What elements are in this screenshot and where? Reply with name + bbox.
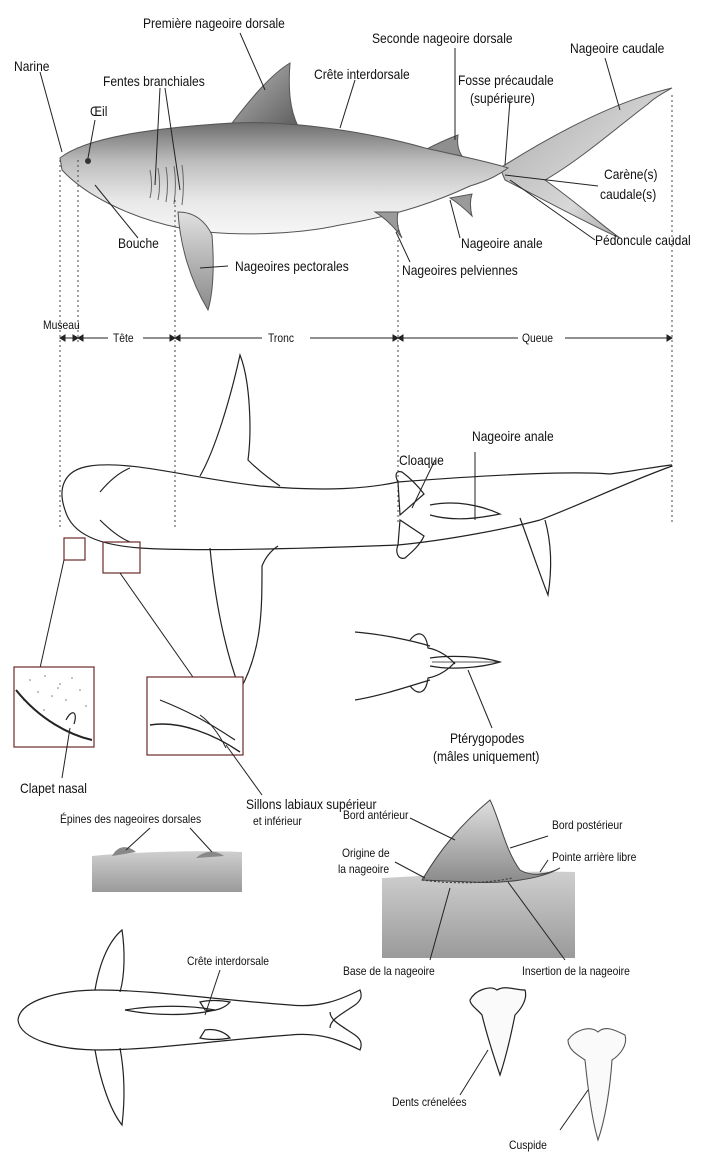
label-claspers: Ptérygopodes	[450, 730, 524, 747]
label-cloaca: Cloaque	[399, 452, 444, 469]
label-serrated-teeth: Dents crénelées	[392, 1095, 467, 1110]
label-tail: Queue	[522, 331, 553, 346]
label-precaudal-pit-2: (supérieure)	[470, 90, 535, 107]
dorsal-spines-strip	[92, 847, 242, 892]
label-interdorsal-ridge-2: Crête interdorsale	[187, 954, 269, 969]
label-precaudal-pit: Fosse précaudale	[458, 72, 554, 89]
label-claspers-2: (mâles uniquement)	[433, 748, 539, 765]
ventral-fin-bottom	[210, 546, 278, 690]
shark-body	[60, 123, 508, 234]
region-arrows	[60, 335, 672, 341]
label-pectoral-fins: Nageoires pectorales	[235, 258, 349, 275]
label-fin-insertion: Insertion de la nageoire	[522, 964, 630, 979]
ventral-tail-lower	[520, 518, 551, 595]
label-free-rear-tip: Pointe arrière libre	[552, 850, 636, 865]
eye	[85, 158, 91, 164]
inset-markers	[64, 538, 140, 573]
label-anal-fin: Nageoire anale	[461, 235, 543, 252]
lateral-shark	[60, 63, 672, 310]
label-snout: Museau	[43, 318, 80, 333]
label-pelvic-fins: Nageoires pelviennes	[402, 262, 518, 279]
label-nasal-flap: Clapet nasal	[20, 780, 87, 797]
first-dorsal-fin	[232, 63, 298, 126]
label-second-dorsal-fin: Seconde nageoire dorsale	[372, 30, 513, 47]
label-trunk: Tronc	[268, 331, 294, 346]
nasal-flap-inset	[14, 667, 94, 747]
ventral-shark	[62, 355, 672, 690]
label-caudal-peduncle: Pédoncule caudal	[595, 232, 691, 249]
label-anterior-margin: Bord antérieur	[343, 808, 408, 823]
label-gill-slits: Fentes branchiales	[103, 73, 205, 90]
label-anal-fin-ventral: Nageoire anale	[472, 428, 554, 445]
claspers-detail	[355, 632, 500, 700]
label-posterior-margin: Bord postérieur	[552, 818, 623, 833]
cusp-tooth	[568, 1029, 626, 1140]
label-caudal-keel: Carène(s)	[604, 166, 658, 183]
label-interdorsal-ridge: Crête interdorsale	[314, 66, 410, 83]
label-labial-furrows-2: et inférieur	[253, 814, 302, 829]
label-head: Tête	[113, 331, 134, 346]
ventral-fin-top	[200, 355, 280, 486]
label-caudal-keel-2: caudale(s)	[600, 186, 656, 203]
label-eye: Œil	[90, 103, 107, 120]
label-caudal-fin: Nageoire caudale	[570, 40, 664, 57]
label-cusp: Cuspide	[509, 1138, 547, 1153]
labial-furrows-inset	[147, 677, 243, 755]
caudal-fin	[500, 88, 672, 238]
label-mouth: Bouche	[118, 235, 159, 252]
label-nostril: Narine	[14, 58, 49, 75]
label-fin-origin: Origine de	[342, 846, 390, 861]
label-fin-origin-2: la nageoire	[338, 862, 389, 877]
label-dorsal-spines: Épines des nageoires dorsales	[60, 812, 201, 827]
label-first-dorsal-fin: Première nageoire dorsale	[143, 15, 285, 32]
serrated-tooth	[470, 988, 526, 1075]
label-fin-base: Base de la nageoire	[343, 964, 435, 979]
